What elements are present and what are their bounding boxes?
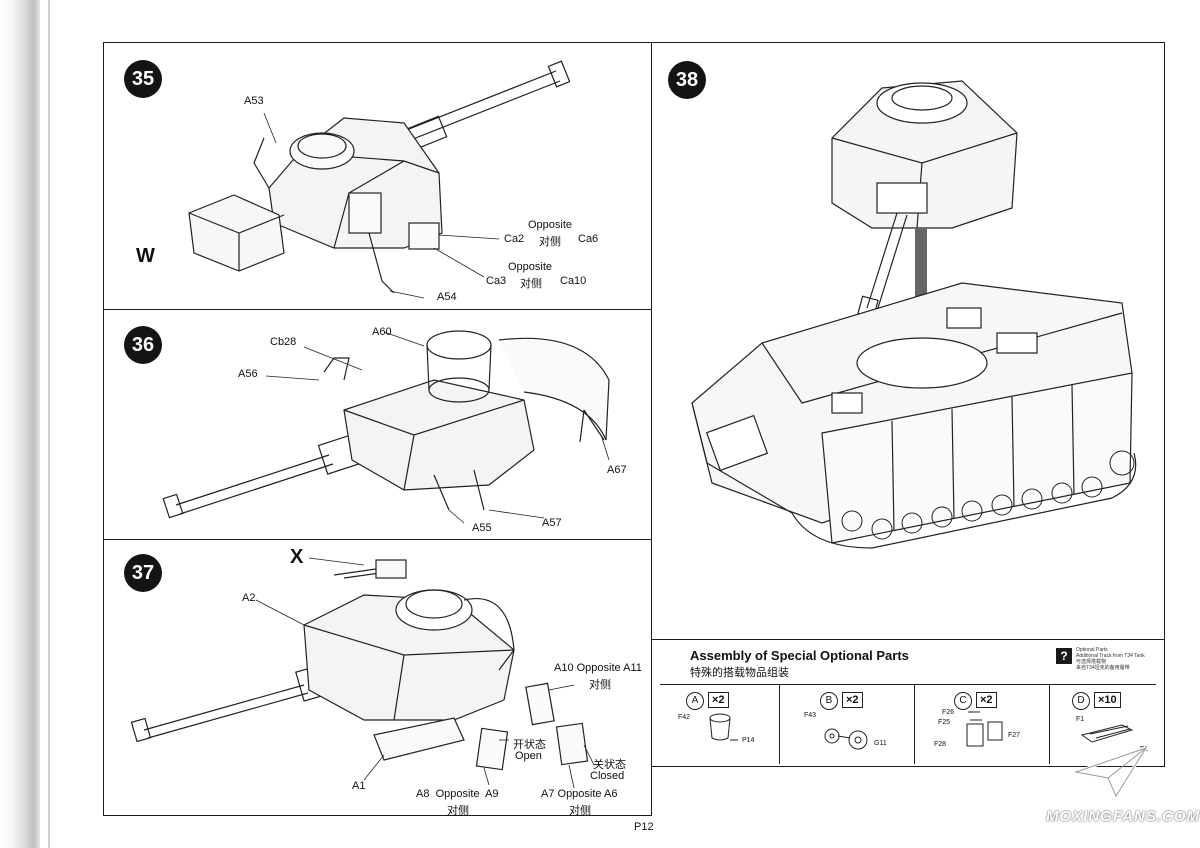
cell-a-letter: A xyxy=(686,692,704,710)
part-f1: F1 xyxy=(1076,716,1085,723)
optional-cells-row xyxy=(660,684,1156,764)
label-ca3: Ca3 xyxy=(486,275,507,287)
cell-a-multiplier: ×2 xyxy=(708,692,729,708)
label-a10-opposite-a11: A10 Opposite A11 xyxy=(554,662,642,674)
label-cb28: Cb28 xyxy=(270,336,297,348)
label-a57: A57 xyxy=(542,517,562,529)
label-a1: A1 xyxy=(352,780,366,792)
label-a67: A67 xyxy=(607,464,627,476)
label-a7-opposite-a6: A7 Opposite A6 xyxy=(541,788,618,800)
label-duice-2: 对侧 xyxy=(520,278,542,290)
label-ca6: Ca6 xyxy=(578,233,599,245)
step-38-badge: 38 xyxy=(668,61,706,99)
step-36-panel: 36 Cb28 A60 xyxy=(103,309,652,540)
cell-divider-3 xyxy=(1049,684,1050,764)
label-opposite-2: Opposite xyxy=(508,261,553,273)
cell-divider-1 xyxy=(779,684,780,764)
label-a8-opposite-a9: A8 Opposite A9 xyxy=(416,788,499,800)
part-f27: F27 xyxy=(1008,732,1021,739)
question-note-icon: ? xyxy=(1056,648,1072,664)
cell-a-part xyxy=(709,711,1134,750)
part-f28: F28 xyxy=(934,741,947,748)
note-line-1: Optional Parts xyxy=(1076,647,1108,653)
watermark-text: MOXINGFANS.COM xyxy=(1046,808,1200,825)
label-a56: A56 xyxy=(238,368,258,380)
label-w: W xyxy=(136,245,155,267)
label-opposite-1: Opposite xyxy=(528,219,573,231)
turret-drawing-37 xyxy=(130,557,595,789)
cell-d-multiplier: ×10 xyxy=(1094,692,1121,708)
cell-c-letter: C xyxy=(954,692,972,710)
label-duice-a7: 对侧 xyxy=(569,805,591,817)
part-f26: F26 xyxy=(942,709,955,716)
label-ca2: Ca2 xyxy=(504,233,525,245)
cell-b-letter: B xyxy=(820,692,838,710)
page-edge xyxy=(48,0,50,848)
optional-parts-title: Assembly of Special Optional Parts xyxy=(690,648,909,663)
cell-d-letter: D xyxy=(1072,692,1090,710)
label-open: Open xyxy=(515,750,542,762)
cell-divider-2 xyxy=(914,684,915,764)
part-g11: G11 xyxy=(874,740,887,747)
optional-parts-panel: Assembly of Special Optional Parts 特殊的搭载… xyxy=(651,639,1165,767)
note-line-3: 可选择搭载物 xyxy=(1076,659,1107,665)
step-35-panel: 35 A53 W O xyxy=(103,42,652,310)
label-a53: A53 xyxy=(244,95,264,107)
optional-note: Optional Parts Additional Track from T34… xyxy=(1076,647,1176,671)
label-open-cn: 开状态 xyxy=(513,739,546,751)
label-closed-cn: 关状态 xyxy=(593,759,626,771)
label-duice-a10: 对侧 xyxy=(589,679,611,691)
cell-b-multiplier: ×2 xyxy=(842,692,863,708)
page-number: P12 xyxy=(634,821,654,833)
label-a60: A60 xyxy=(372,326,392,338)
turret-drawing-35 xyxy=(188,60,571,299)
step-36-badge: 36 xyxy=(124,326,162,364)
label-duice-1: 对侧 xyxy=(539,236,561,248)
part-f25: F25 xyxy=(938,719,951,726)
tank-drawing-38 xyxy=(691,80,1137,549)
label-a55: A55 xyxy=(472,522,492,534)
label-a2: A2 xyxy=(242,592,256,604)
label-a54: A54 xyxy=(437,291,457,303)
cell-c-multiplier: ×2 xyxy=(976,692,997,708)
part-p14: P14 xyxy=(742,737,755,744)
part-f43: F43 xyxy=(804,712,817,719)
part-f42: F42 xyxy=(678,714,691,721)
note-line-2: Additional Track from T34 Tank xyxy=(1076,653,1145,659)
step-37-badge: 37 xyxy=(124,554,162,592)
label-duice-a8: 对侧 xyxy=(447,805,469,817)
label-closed: Closed xyxy=(590,770,625,782)
note-line-4: 来自T34坦克的备用履带 xyxy=(1076,665,1130,671)
step-38-panel: 38 xyxy=(651,42,1165,640)
step-37-panel: 37 xyxy=(103,539,652,817)
binding-shadow xyxy=(0,0,40,848)
turret-drawing-36 xyxy=(162,330,610,524)
optional-parts-subtitle: 特殊的搭载物品组装 xyxy=(690,667,789,679)
label-ca10: Ca10 xyxy=(560,275,587,287)
paper-plane-logo xyxy=(1072,745,1150,800)
step-35-badge: 35 xyxy=(124,60,162,98)
label-x: X xyxy=(290,546,304,568)
